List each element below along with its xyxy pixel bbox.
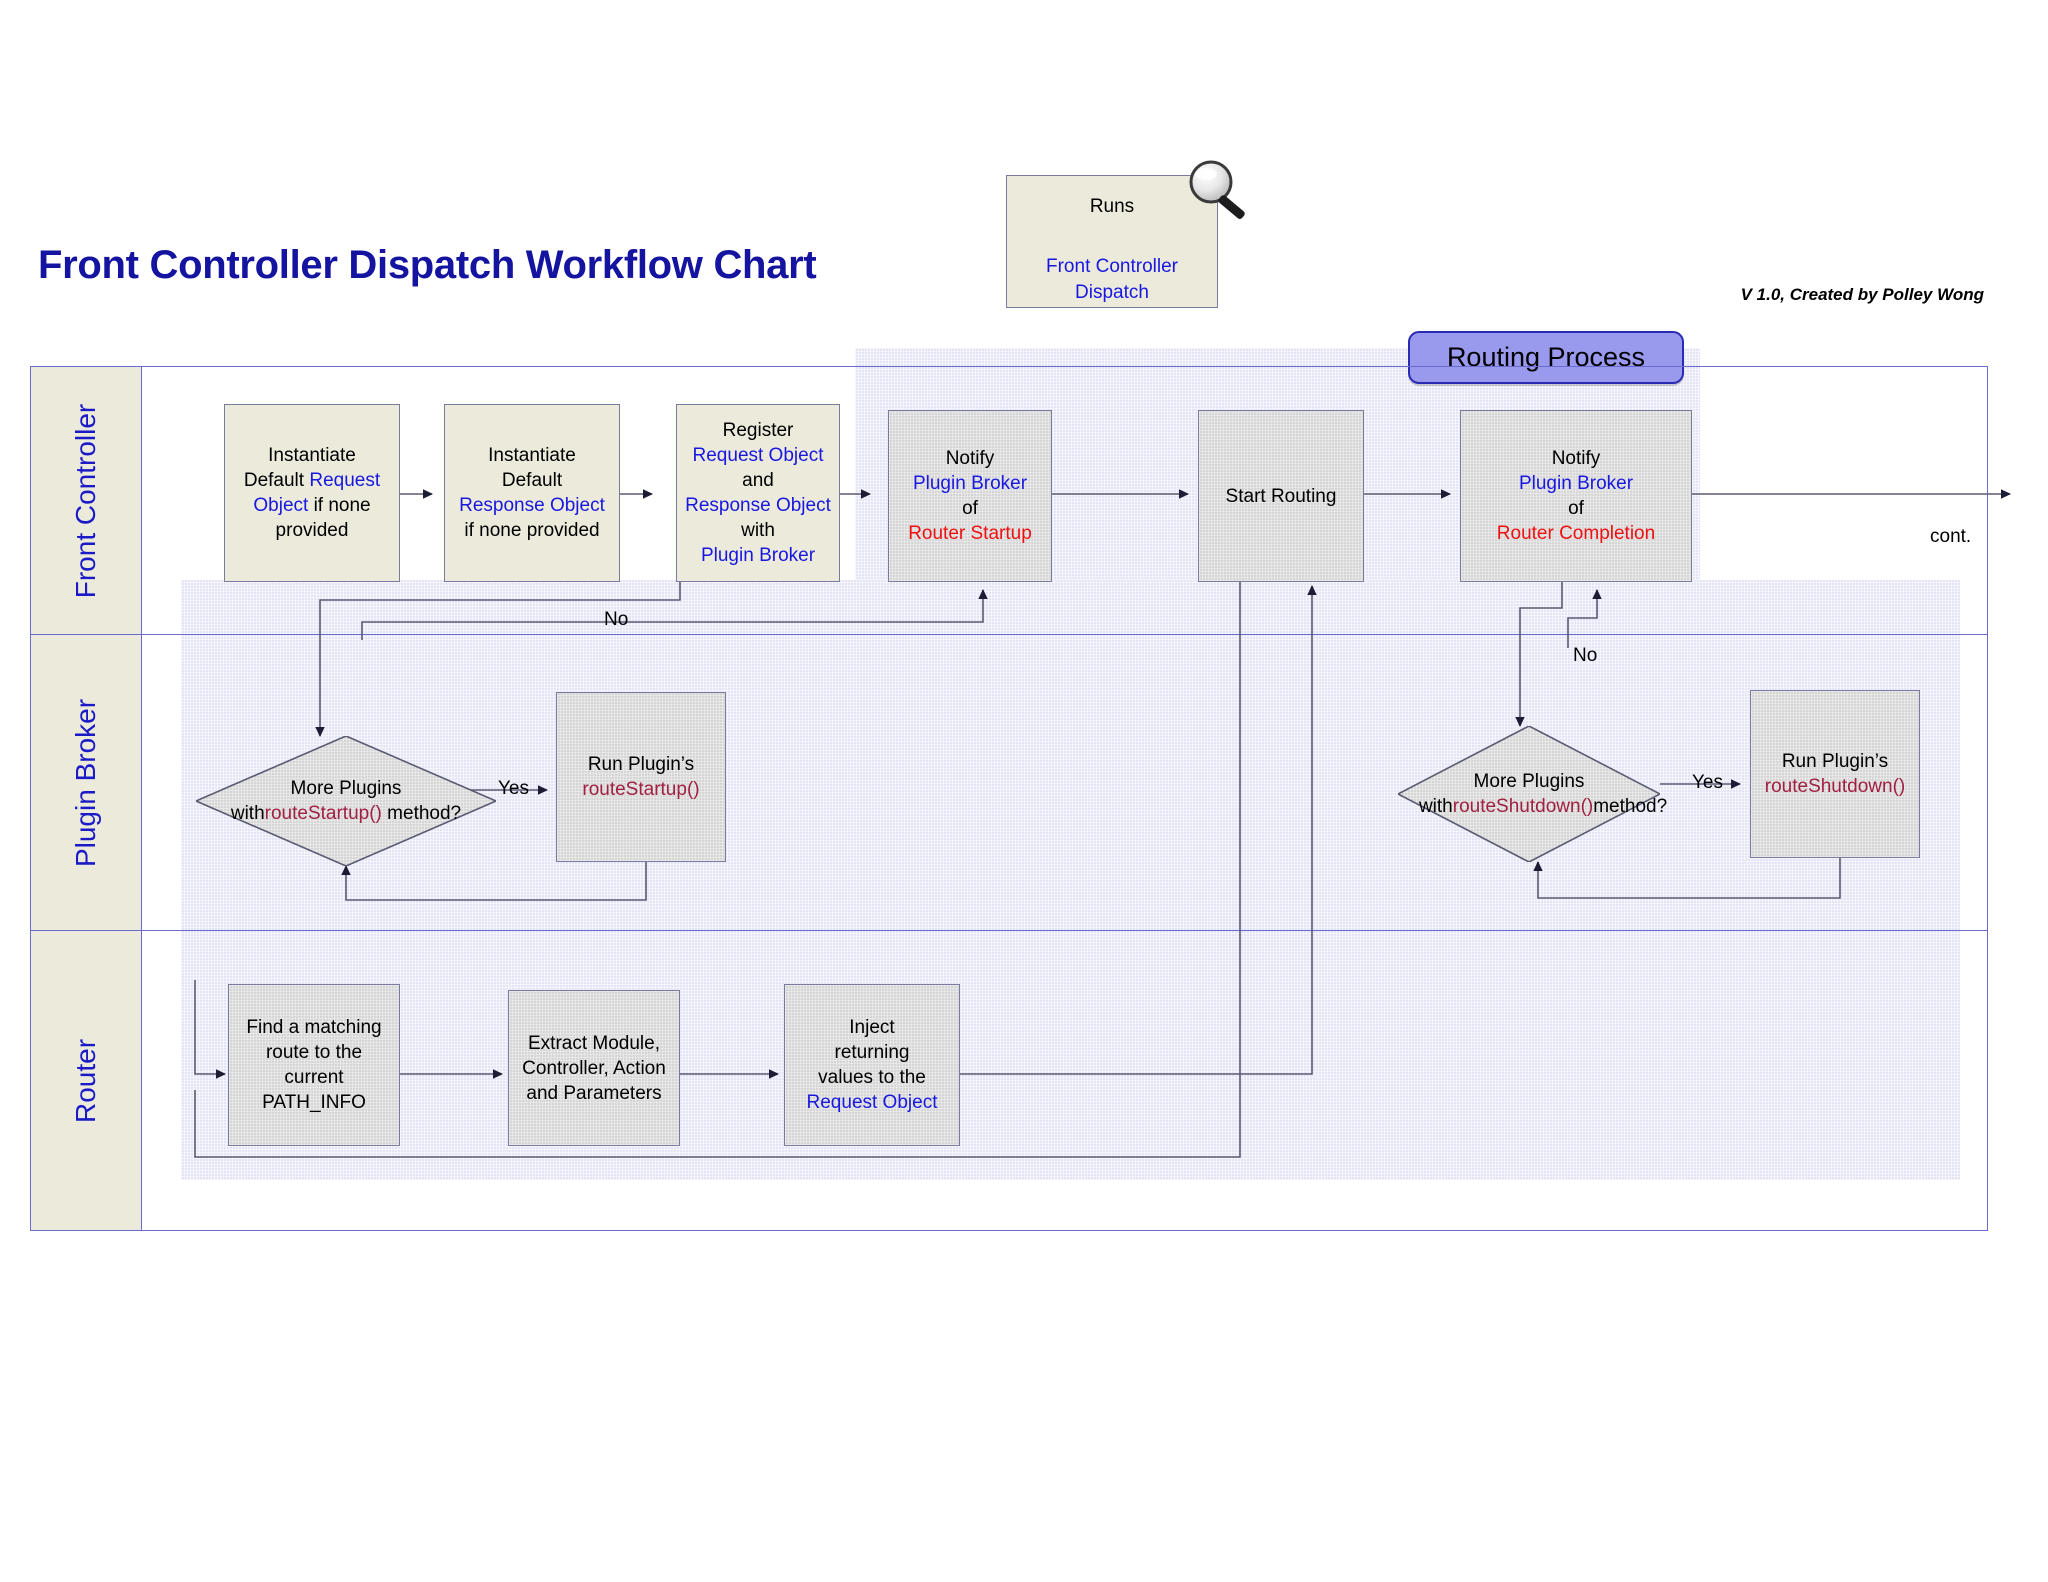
edge-label-yes-shutdown: Yes	[1692, 772, 1723, 793]
node-text-line: if none provided	[464, 520, 600, 541]
node-text-line: Notify	[1551, 448, 1601, 469]
node-text-line: Object if none	[253, 495, 371, 516]
node-text-line: Run Plugin’s	[587, 754, 695, 775]
node-text-line: More Plugins with	[230, 778, 402, 824]
page-title: Front Controller Dispatch Workflow Chart	[38, 243, 817, 287]
node-text-line: routeStartup() method?	[264, 803, 462, 824]
edge-label-no-startup: No	[604, 609, 629, 630]
node-text-line: Instantiate	[488, 445, 576, 466]
node-text-line: Plugin Broker	[700, 545, 816, 566]
node-text-line: and	[742, 470, 774, 491]
sidebar-item-router: Router	[31, 931, 142, 1230]
node-text-line: routeShutdown()	[1764, 776, 1906, 797]
node-text-line: Request Object	[806, 1092, 938, 1113]
runs-note-box: Runs Front Controller Dispatch	[1006, 175, 1218, 308]
node-text-line: Instantiate	[268, 445, 356, 466]
version-note: V 1.0, Created by Polley Wong	[1740, 285, 1984, 304]
node-run-route-shutdown[interactable]: Run Plugin’s routeShutdown()	[1750, 690, 1920, 858]
node-text-line: Start Routing	[1225, 485, 1337, 507]
lane-divider-2	[30, 930, 1988, 931]
node-text-line: of	[962, 498, 978, 519]
lane-label-plugin-broker: Plugin Broker	[70, 698, 101, 867]
node-text-line: Extract Module,	[528, 1032, 660, 1054]
node-text-line: Register	[722, 420, 794, 441]
node-text-line: Find a matching	[246, 1017, 382, 1038]
node-start-routing[interactable]: Start Routing	[1198, 410, 1364, 582]
node-text-line: Plugin Broker	[1518, 473, 1634, 494]
node-text-line: Default	[501, 470, 563, 491]
lane-divider-1	[30, 634, 1988, 635]
runs-note-line2a: Front Controller	[1046, 256, 1178, 277]
node-text-line: Response Object	[685, 495, 831, 516]
node-text-line: Default Request	[243, 470, 381, 491]
node-text-line: current	[284, 1067, 344, 1088]
sidebar-item-front-controller: Front Controller	[31, 367, 142, 634]
node-text-line: and Parameters	[526, 1082, 662, 1104]
edge-label-no-shutdown: No	[1573, 645, 1598, 666]
lane-label-front-controller: Front Controller	[70, 403, 101, 598]
node-text-line: Plugin Broker	[912, 473, 1028, 494]
node-text-line: routeStartup()	[582, 779, 700, 800]
node-run-route-startup[interactable]: Run Plugin’s routeStartup()	[556, 692, 726, 862]
sidebar-item-plugin-broker: Plugin Broker	[31, 635, 142, 930]
node-text-line: provided	[275, 520, 349, 541]
node-text-line: Inject	[849, 1017, 895, 1038]
edge-label-yes-startup: Yes	[498, 778, 529, 799]
node-text-line: PATH_INFO	[262, 1092, 366, 1113]
runs-note-line2b: Dispatch	[1075, 282, 1149, 303]
lane-label-router: Router	[70, 1038, 101, 1123]
node-text-line: values to the	[818, 1067, 926, 1088]
node-text-line: routeShutdown()	[1452, 796, 1594, 817]
node-extract-parts[interactable]: Extract Module, Controller, Action and Par…	[508, 990, 680, 1146]
node-text-line: with	[741, 520, 775, 541]
node-text-line: Router Startup	[908, 523, 1032, 544]
node-text-line: route to the	[265, 1042, 363, 1063]
node-more-plugins-startup[interactable]: More Plugins withrouteStartup() method?	[196, 736, 496, 866]
runs-note-line1: Runs	[1089, 196, 1135, 217]
routing-process-label: Routing Process	[1408, 331, 1684, 384]
node-text-line: Controller, Action	[522, 1057, 666, 1079]
node-text-line: Response Object	[459, 495, 605, 516]
runs-note-line2: Front Controller Dispatch	[1007, 254, 1217, 306]
node-text-line: Router Completion	[1496, 523, 1656, 544]
node-more-plugins-shutdown[interactable]: More Plugins withrouteShutdown()method?	[1398, 726, 1667, 862]
node-text-line: returning	[834, 1042, 910, 1063]
node-text-line: More Plugins with	[1418, 771, 1585, 817]
continuation-label: cont.	[1930, 526, 1972, 547]
node-text-line: of	[1568, 498, 1584, 519]
swimlane-frame	[30, 366, 1988, 1231]
node-text-line: Run Plugin’s	[1781, 751, 1889, 772]
node-text-line: Request Object	[692, 445, 824, 466]
node-text-line: Notify	[945, 448, 995, 469]
node-text-line: method?	[1593, 796, 1668, 817]
magnifier-icon	[1189, 160, 1245, 219]
